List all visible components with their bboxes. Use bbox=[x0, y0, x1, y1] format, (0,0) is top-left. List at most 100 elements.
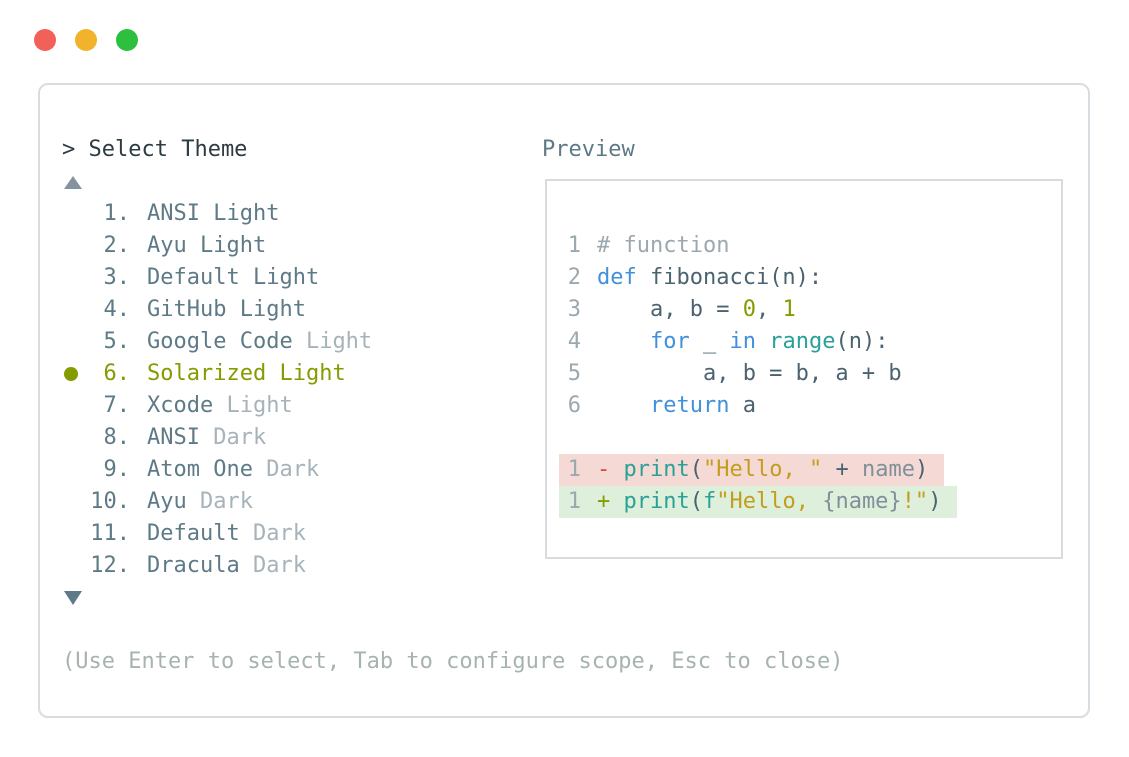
theme-variant: Dark bbox=[252, 457, 320, 482]
selected-bullet-icon bbox=[64, 367, 78, 381]
code-text: for _ in range(n): bbox=[597, 326, 888, 358]
theme-variant: Light bbox=[266, 361, 346, 386]
theme-list-item[interactable]: 12. Dracula Dark bbox=[62, 550, 843, 582]
theme-number: 11. bbox=[90, 521, 130, 546]
code-token: 0 bbox=[742, 297, 756, 322]
code-line: 4 for _ in range(n): bbox=[567, 326, 957, 358]
theme-variant: Dark bbox=[199, 425, 267, 450]
theme-name: Ayu bbox=[147, 233, 187, 258]
line-number: 6 bbox=[567, 393, 581, 418]
theme-number: 4. bbox=[103, 297, 131, 322]
theme-variant: Light bbox=[239, 265, 320, 290]
code-line: 3 a, b = 0, 1 bbox=[567, 294, 957, 326]
code-token: for bbox=[649, 329, 690, 354]
help-text: (Use Enter to select, Tab to configure s… bbox=[62, 649, 844, 674]
triangle-up-icon bbox=[64, 175, 82, 189]
code-token: + bbox=[822, 457, 862, 482]
code-token: 1 bbox=[782, 297, 796, 322]
theme-name: Default bbox=[147, 265, 240, 290]
theme-number: 1. bbox=[103, 201, 131, 226]
scroll-down-indicator[interactable] bbox=[62, 582, 843, 614]
preview-label: Preview bbox=[542, 137, 635, 162]
theme-list: 1. ANSI Light 2. Ayu Light 3. Default Li… bbox=[62, 198, 843, 582]
code-token: a bbox=[729, 393, 756, 418]
theme-variant: Light bbox=[213, 393, 293, 418]
line-number: 4 bbox=[567, 329, 581, 354]
code-token: fibonacci(n): bbox=[649, 265, 823, 290]
code-token: # function bbox=[597, 233, 730, 258]
code-token bbox=[597, 393, 650, 418]
theme-name: ANSI bbox=[147, 425, 200, 450]
theme-list-item[interactable]: 8. ANSI Dark bbox=[62, 422, 843, 454]
code-line: 2 def fibonacci(n): bbox=[567, 262, 957, 294]
line-number: 5 bbox=[567, 361, 581, 386]
code-preview: 1 # function 2 def fibonacci(n): 3 a, b … bbox=[559, 230, 958, 518]
theme-name: Ayu bbox=[147, 489, 187, 514]
minimize-button-icon[interactable] bbox=[75, 29, 97, 51]
theme-number: 7. bbox=[103, 393, 131, 418]
theme-list-item[interactable]: 11. Default Dark bbox=[62, 518, 843, 550]
theme-name: GitHub bbox=[147, 297, 227, 322]
theme-list-item[interactable]: 7. Xcode Light bbox=[62, 390, 843, 422]
code-token: (n): bbox=[835, 329, 889, 354]
code-token: + bbox=[597, 489, 624, 514]
picker-title: > Select Theme bbox=[62, 137, 248, 162]
theme-list-item[interactable]: 4. GitHub Light bbox=[62, 294, 843, 326]
theme-list-item[interactable]: 9. Atom One Dark bbox=[62, 454, 843, 486]
line-number: 1 bbox=[567, 489, 581, 514]
code-token: ) bbox=[914, 457, 929, 482]
theme-list-item[interactable]: 2. Ayu Light bbox=[62, 230, 843, 262]
theme-name: Atom One bbox=[147, 457, 253, 482]
line-number: 3 bbox=[567, 297, 581, 322]
code-token: ) bbox=[928, 489, 942, 514]
window-controls bbox=[34, 29, 138, 51]
theme-number: 9. bbox=[103, 457, 131, 482]
preview-pane: 1 # function 2 def fibonacci(n): 3 a, b … bbox=[545, 179, 1063, 559]
code-text: a, b = 0, 1 bbox=[597, 294, 796, 326]
theme-name: Dracula bbox=[147, 553, 240, 578]
maximize-button-icon[interactable] bbox=[116, 29, 138, 51]
code-line: 5 a, b = b, a + b bbox=[567, 358, 957, 390]
theme-list-item[interactable]: 3. Default Light bbox=[62, 262, 843, 294]
theme-picker-panel: > Select Theme 1. ANSI Light 2. Ayu Ligh… bbox=[38, 83, 1090, 718]
line-number: 1 bbox=[567, 457, 581, 482]
theme-variant: Dark bbox=[239, 553, 306, 578]
code-token: a, b = bbox=[597, 297, 743, 322]
line-number: 2 bbox=[567, 265, 581, 290]
theme-variant: Light bbox=[186, 233, 267, 258]
code-text: def fibonacci(n): bbox=[597, 262, 822, 294]
code-token: return bbox=[649, 393, 730, 418]
theme-name: Default bbox=[147, 521, 240, 546]
theme-list-item[interactable]: 5. Google Code Light bbox=[62, 326, 843, 358]
theme-name: ANSI bbox=[147, 201, 200, 226]
spacer-row bbox=[62, 614, 843, 646]
code-token: print bbox=[623, 489, 690, 514]
theme-name: Google Code bbox=[147, 329, 293, 354]
code-token bbox=[756, 329, 769, 354]
theme-variant: Dark bbox=[239, 521, 306, 546]
theme-name: Xcode bbox=[147, 393, 214, 418]
theme-variant: Dark bbox=[186, 489, 253, 514]
triangle-down-icon bbox=[64, 591, 82, 605]
code-token: "Hello, bbox=[716, 489, 823, 514]
theme-list-section: > Select Theme 1. ANSI Light 2. Ayu Ligh… bbox=[62, 134, 843, 678]
code-token: name bbox=[861, 457, 915, 482]
scroll-up-indicator[interactable] bbox=[62, 166, 843, 198]
theme-list-item[interactable]: 6. Solarized Light bbox=[62, 358, 843, 390]
theme-number: 6. bbox=[103, 361, 131, 386]
code-token: a, b = b, a + b bbox=[597, 361, 902, 386]
theme-number: 5. bbox=[103, 329, 131, 354]
selected-indicator bbox=[62, 367, 84, 381]
code-token: {name} bbox=[822, 489, 902, 514]
code-text: return a bbox=[597, 390, 756, 422]
theme-name: Solarized bbox=[147, 361, 267, 386]
theme-variant: Light bbox=[226, 297, 306, 322]
theme-list-item[interactable]: 10. Ayu Dark bbox=[62, 486, 843, 518]
close-button-icon[interactable] bbox=[34, 29, 56, 51]
theme-number: 12. bbox=[90, 553, 130, 578]
code-token: _ bbox=[689, 329, 730, 354]
theme-variant: Light bbox=[199, 201, 280, 226]
theme-list-item[interactable]: 1. ANSI Light bbox=[62, 198, 843, 230]
code-token: print bbox=[623, 457, 690, 482]
code-token: !" bbox=[901, 489, 929, 514]
